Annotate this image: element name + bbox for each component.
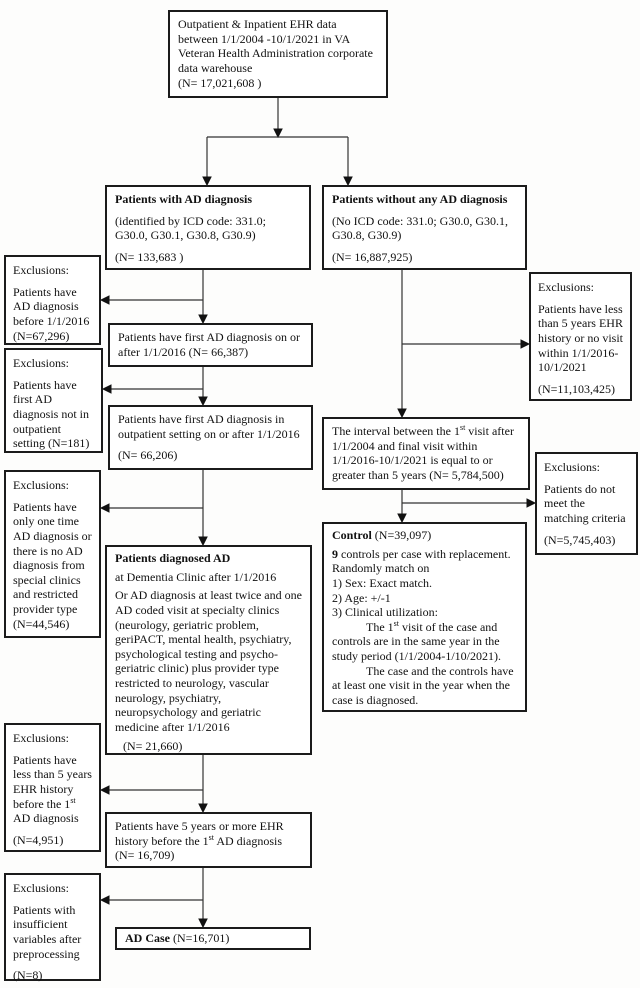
ad-case-line: AD Case (N=16,701) bbox=[125, 931, 229, 946]
first-dx-text: Patients have first AD diagnosis on or a… bbox=[118, 330, 300, 359]
with-ad-n: (N= 133,683 ) bbox=[115, 249, 184, 264]
source-n: (N= 17,021,608 ) bbox=[178, 75, 262, 90]
diagnosed-ad-clinic: at Dementia Clinic after 1/1/2016 bbox=[115, 569, 277, 584]
exclusion-body: Patients have only one time AD diagnosis… bbox=[13, 499, 92, 631]
exclusion-heading: Exclusions: bbox=[13, 478, 69, 492]
exclusion-heading: Exclusions: bbox=[13, 731, 69, 745]
outpatient-dx-n: (N= 66,206) bbox=[118, 448, 178, 463]
exclusion-n: (N=8) bbox=[13, 968, 43, 983]
box-diagnosed-ad: Patients diagnosed AD at Dementia Clinic… bbox=[105, 545, 312, 755]
exclusion-body: Patients do not meet the matching criter… bbox=[544, 481, 626, 525]
control-title: Control bbox=[332, 528, 372, 542]
ad-case-n: (N=16,701) bbox=[173, 931, 230, 946]
exclusion-heading: Exclusions: bbox=[544, 460, 600, 474]
diagnosed-ad-n: (N= 21,660) bbox=[123, 738, 183, 753]
box-source-data: Outpatient & Inpatient EHR data between … bbox=[168, 10, 388, 98]
without-ad-body: (No ICD code: 331.0; G30.0, G30.1, G30.8… bbox=[332, 213, 508, 243]
diagnosed-ad-title: Patients diagnosed AD bbox=[115, 551, 231, 565]
box-control: Control (N=39,097) 9 controls per case w… bbox=[322, 522, 527, 712]
box-without-ad: Patients without any AD diagnosis (No IC… bbox=[322, 185, 527, 270]
control-match-sex: 1) Sex: Exact match. bbox=[332, 575, 432, 590]
exclusion-heading: Exclusions: bbox=[13, 263, 69, 277]
control-rule-2: The case and the controls have at least … bbox=[332, 663, 514, 707]
outpatient-dx-text: Patients have first AD diagnosis in outp… bbox=[118, 412, 300, 441]
control-lead-count: 9 bbox=[332, 546, 338, 561]
control-match-age: 2) Age: +/-1 bbox=[332, 590, 391, 605]
box-ad-case: AD Case (N=16,701) bbox=[115, 927, 311, 950]
box-ehr-history: Patients have 5 years or more EHR histor… bbox=[105, 812, 312, 868]
box-with-ad: Patients with AD diagnosis (identified b… bbox=[105, 185, 311, 270]
exclusion-less-5y-history: Exclusions: Patients have less than 5 ye… bbox=[4, 723, 101, 852]
exclusion-heading: Exclusions: bbox=[13, 356, 69, 370]
exclusion-insufficient-variables: Exclusions: Patients with insufficient v… bbox=[4, 873, 101, 983]
box-interval: The interval between the 1st visit after… bbox=[322, 417, 530, 490]
control-n: (N=39,097) bbox=[374, 528, 432, 542]
ehr-history-text: Patients have 5 years or more EHR histor… bbox=[115, 819, 284, 863]
control-heading: Control (N=39,097) bbox=[332, 528, 517, 543]
exclusion-n: (N=4,951) bbox=[13, 832, 64, 847]
exclusion-body: Patients have less than 5 years EHR hist… bbox=[13, 752, 92, 826]
box-outpatient-diagnosis: Patients have first AD diagnosis in outp… bbox=[108, 405, 313, 470]
exclusion-heading: Exclusions: bbox=[538, 280, 594, 294]
exclusion-body: Patients have less than 5 years EHR hist… bbox=[538, 301, 624, 375]
exclusion-n: (N=5,745,403) bbox=[544, 532, 616, 547]
exclusion-body: Patients with insufficient variables aft… bbox=[13, 902, 82, 961]
without-ad-n: (N= 16,887,925) bbox=[332, 249, 413, 264]
exclusion-right-less-5y: Exclusions: Patients have less than 5 ye… bbox=[529, 272, 632, 401]
interval-text: The interval between the 1st visit after… bbox=[332, 423, 514, 482]
ad-case-title: AD Case bbox=[125, 931, 170, 946]
box-first-diagnosis: Patients have first AD diagnosis on or a… bbox=[108, 323, 313, 367]
with-ad-title: Patients with AD diagnosis bbox=[115, 192, 253, 206]
exclusion-body: Patients have AD diagnosis before 1/1/20… bbox=[13, 284, 90, 343]
control-lead-rest: controls per case with replacement. Rand… bbox=[332, 546, 511, 576]
exclusion-heading: Exclusions: bbox=[13, 881, 69, 895]
without-ad-title: Patients without any AD diagnosis bbox=[332, 192, 508, 206]
exclusion-before-2016: Exclusions: Patients have AD diagnosis b… bbox=[4, 255, 101, 345]
control-lead: 9 controls per case with replacement. Ra… bbox=[332, 547, 517, 576]
exclusion-one-time-dx: Exclusions: Patients have only one time … bbox=[4, 470, 101, 638]
control-rule-1: The 1st visit of the case and controls a… bbox=[332, 618, 501, 663]
source-text: Outpatient & Inpatient EHR data between … bbox=[178, 17, 373, 75]
diagnosed-ad-criteria: Or AD diagnosis at least twice and one A… bbox=[115, 588, 302, 734]
exclusion-not-outpatient: Exclusions: Patients have first AD diagn… bbox=[4, 348, 103, 453]
control-match-utilization: 3) Clinical utilization: bbox=[332, 605, 438, 620]
exclusion-matching-criteria: Exclusions: Patients do not meet the mat… bbox=[535, 452, 638, 555]
exclusion-body: Patients have first AD diagnosis not in … bbox=[13, 377, 90, 451]
with-ad-body: (identified by ICD code: 331.0; G30.0, G… bbox=[115, 213, 266, 243]
exclusion-n: (N=11,103,425) bbox=[538, 381, 615, 396]
